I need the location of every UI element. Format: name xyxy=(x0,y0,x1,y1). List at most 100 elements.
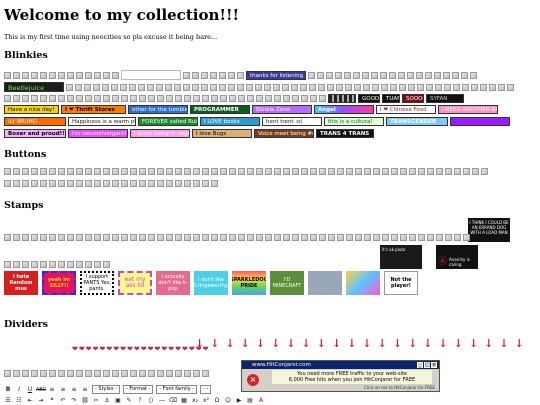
blinkie-image xyxy=(121,95,128,102)
down-arrow-icon: ↓ xyxy=(362,337,372,350)
button-image xyxy=(13,180,20,187)
minimize-button[interactable]: _ xyxy=(417,362,423,368)
heart-icon: ❤ xyxy=(140,345,147,353)
stamp-image xyxy=(220,234,227,241)
stamp-image xyxy=(76,234,83,241)
stamp-colorful xyxy=(346,271,380,295)
button-image xyxy=(247,168,254,175)
stamp-image xyxy=(256,234,263,241)
superscript-icon[interactable]: x² xyxy=(203,396,209,404)
divider-image xyxy=(103,370,110,377)
blinkie-bruno: ILY BRUNO xyxy=(4,117,66,126)
divider-image xyxy=(130,370,137,377)
indent-icon[interactable]: ⇥ xyxy=(38,396,44,404)
align-justify-icon[interactable]: ≡ xyxy=(82,386,88,393)
hr-icon[interactable]: ― xyxy=(159,396,165,404)
stamp-pluto-label: it's ok pluto xyxy=(382,247,406,252)
divider-image xyxy=(184,370,191,377)
anchor-icon[interactable]: ⚓ xyxy=(104,396,110,404)
blinkie-image xyxy=(389,71,396,79)
button-image xyxy=(274,168,281,175)
remove-format-icon[interactable]: ⌫ xyxy=(168,396,178,404)
button-image xyxy=(13,168,20,175)
table-icon[interactable]: ▤ xyxy=(247,396,253,404)
underline-button[interactable]: U xyxy=(27,386,33,393)
heart-icon: ❤ xyxy=(72,345,78,353)
code-icon[interactable]: ⟨⟩ xyxy=(148,396,154,404)
button-image xyxy=(22,168,29,175)
stamp-image xyxy=(22,234,29,241)
button-image xyxy=(220,168,227,175)
cleanup-icon[interactable]: ✎ xyxy=(126,396,132,404)
blinkie-image xyxy=(94,95,101,102)
stamp-image xyxy=(382,234,389,241)
blinkie-image xyxy=(201,71,208,79)
heart-icon: ❤ xyxy=(127,345,133,353)
blinkie-books: I LOVE books xyxy=(200,117,260,126)
blinkie-image xyxy=(308,71,315,79)
blinkie-image xyxy=(353,71,360,79)
styles-select[interactable]: - Styles - xyxy=(92,385,120,394)
undo-icon[interactable]: ↶ xyxy=(60,396,66,404)
media-icon[interactable]: ▶ xyxy=(236,396,242,404)
numbered-list-icon[interactable]: ☷ xyxy=(16,396,22,404)
charmap-icon[interactable]: Ω xyxy=(214,396,220,404)
align-center-icon[interactable]: ≡ xyxy=(60,386,66,393)
text-color-icon[interactable]: A xyxy=(258,396,264,404)
button-image xyxy=(184,180,191,187)
font-family-select[interactable]: - Font family - xyxy=(156,385,198,394)
emoticon-icon[interactable]: ☺ xyxy=(224,396,232,404)
font-size-select[interactable]: - - xyxy=(200,385,212,394)
help-icon[interactable]: ? xyxy=(138,396,142,404)
link-icon[interactable]: ⛓ xyxy=(81,396,89,404)
strikethrough-button[interactable]: ABC xyxy=(35,386,47,393)
blinkie-beetlejuice: Beetlejuice xyxy=(4,82,64,92)
italic-button[interactable]: I xyxy=(18,386,20,393)
stamp-image xyxy=(67,234,74,241)
close-button[interactable]: × xyxy=(431,362,437,368)
anarchy-icon: Ⓐ xyxy=(438,257,448,267)
button-image xyxy=(139,168,146,175)
down-arrow-icon: ↓ xyxy=(331,337,342,350)
blinkie-row-2: Beetlejuice xyxy=(4,82,514,92)
format-select[interactable]: - Format - xyxy=(122,385,154,394)
blinkie-image xyxy=(31,71,38,79)
stamp-image xyxy=(301,234,308,241)
stamp-image xyxy=(418,234,425,241)
stamp-errand-dog: I THINK I COULD BE AN ERRAND DOG WITH A … xyxy=(468,218,510,242)
blinkie-row-4: Have a nice day! I ❤ Thrift Stores other… xyxy=(4,105,498,114)
maximize-button[interactable]: □ xyxy=(424,362,430,368)
image-icon[interactable]: ▣ xyxy=(115,396,121,404)
blinkie-image xyxy=(443,71,450,79)
outdent-icon[interactable]: ⇤ xyxy=(27,396,33,404)
blinkie-tuan: TUAN xyxy=(382,94,400,103)
blinkie-image xyxy=(13,71,20,79)
bullet-list-icon[interactable]: ☰ xyxy=(5,396,11,404)
divider-image xyxy=(112,370,119,377)
stamp-image xyxy=(328,234,335,241)
stamp-image xyxy=(157,234,164,241)
subscript-icon[interactable]: x₂ xyxy=(192,396,198,404)
down-arrow-icon: ↓ xyxy=(453,337,463,350)
blinkie-image xyxy=(381,83,388,91)
blinkie-ruby: FOREVER salted Ruby Cube xyxy=(138,117,198,126)
popup-message[interactable]: You need more FREE traffic to your web-s… xyxy=(272,370,432,384)
stamp-image xyxy=(229,234,236,241)
blinkie-image xyxy=(416,71,423,79)
blinkie-syfan: SYFAN xyxy=(426,94,464,103)
divider-image xyxy=(4,370,11,377)
intro-text: This is my first time using neocities so… xyxy=(4,33,218,41)
popup-ad-link[interactable]: Click on me to HitConjaror for FREE xyxy=(364,385,435,390)
unlink-icon[interactable]: ✂ xyxy=(93,396,99,404)
quote-icon[interactable]: ❝ xyxy=(50,396,54,404)
align-right-icon[interactable]: ≡ xyxy=(71,386,77,393)
align-left-icon[interactable]: ≡ xyxy=(49,386,55,393)
blinkie-emotion: Voice meet being #emotion xyxy=(254,129,314,138)
bold-button[interactable]: B xyxy=(5,386,11,393)
stamp-image xyxy=(247,234,254,241)
visual-aid-icon[interactable]: ▦ xyxy=(181,396,187,404)
stamp-image xyxy=(184,234,191,241)
redo-icon[interactable]: ↷ xyxy=(71,396,77,404)
section-dividers: Dividers xyxy=(4,319,49,330)
blinkie-image xyxy=(453,83,460,91)
